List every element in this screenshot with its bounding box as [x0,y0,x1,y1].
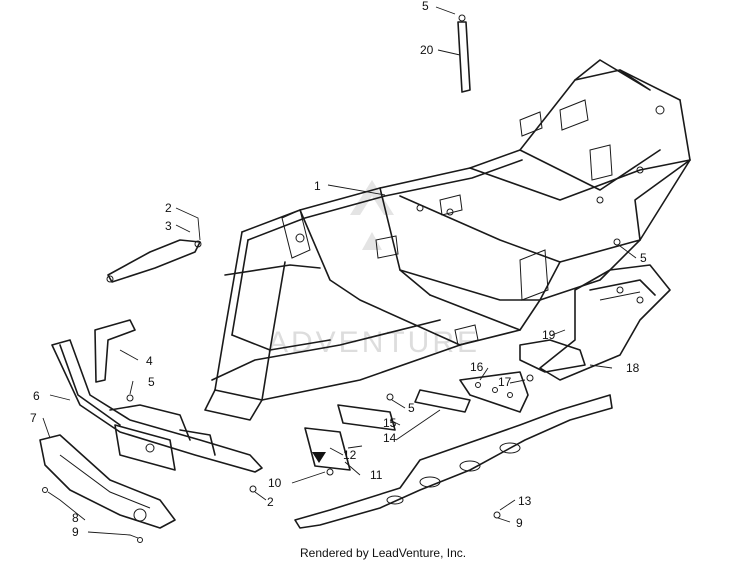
rear-bracket-part-18 [539,264,671,381]
leader-lines [42,6,637,539]
callout-9-rear: 9 [516,516,523,530]
bracket-part-19 [519,339,586,373]
pad-part-14 [414,389,471,413]
strap-part-11 [304,427,363,471]
callout-13: 13 [518,494,532,508]
callout-7: 7 [30,411,37,425]
bracket-part-16 [459,371,529,413]
callout-5-front: 5 [148,375,155,389]
callout-20: 20 [420,43,434,57]
callout-1: 1 [314,179,321,193]
credit-text: Rendered by LeadVenture, Inc. [300,546,466,560]
arrow-indicator-icon [312,452,326,463]
watermark-text: ADVENTURE [268,326,480,359]
callout-14: 14 [383,431,397,445]
fastener-icons [42,238,621,543]
callout-5-rear: 5 [640,251,647,265]
callout-10: 10 [268,476,282,490]
main-frame [204,59,691,421]
strap-part-20 [457,14,471,93]
callout-3: 3 [165,219,172,233]
callout-2-lower: 2 [267,495,274,509]
callout-8: 8 [72,511,79,525]
callout-19: 19 [542,328,556,342]
callout-5-center: 5 [408,401,415,415]
pad-part-15 [337,404,396,431]
skid-plate-part-13 [294,394,613,529]
callout-16: 16 [470,360,484,374]
skid-plate-part-7 [39,434,176,529]
callout-18: 18 [626,361,640,375]
callout-17: 17 [498,375,512,389]
callout-11: 11 [370,468,383,482]
callout-2: 2 [165,201,172,215]
bracket-part-4 [94,319,136,383]
callout-4: 4 [146,354,153,368]
callout-6: 6 [33,389,40,403]
bracket-part-3 [106,239,202,283]
callout-9-front: 9 [72,525,79,539]
callout-12: 12 [343,448,357,462]
front-bumper-part-6 [51,339,263,473]
callout-labels: 1 2 3 2 4 5 5 5 5 6 7 8 9 9 10 11 12 13 … [30,0,647,539]
callout-5-top: 5 [422,0,429,13]
callout-15: 15 [383,416,397,430]
